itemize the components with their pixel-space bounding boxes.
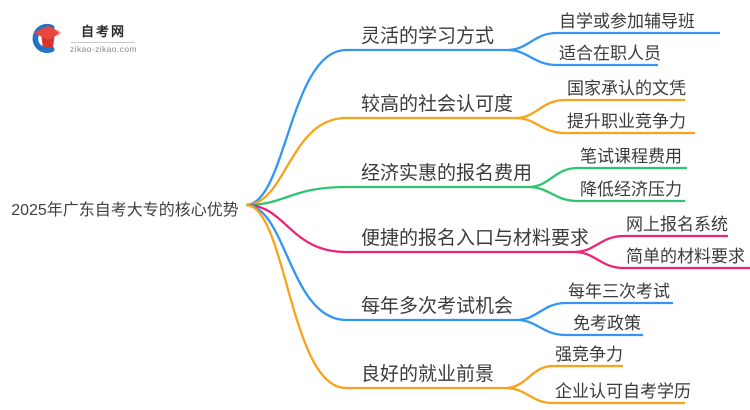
logo-domain: zikao-zikao.com bbox=[70, 44, 137, 54]
branch-3-child-2-label: 降低经济压力 bbox=[580, 180, 682, 199]
site-logo: 自考网 zikao-zikao.com bbox=[29, 21, 137, 54]
central-topic: 2025年广东自考大专的核心优势 bbox=[11, 202, 239, 219]
branch-6-label: 良好的就业前景 bbox=[361, 364, 495, 385]
logo-text-block: 自考网 zikao-zikao.com bbox=[70, 21, 137, 54]
branch-3-child-1-label: 笔试课程费用 bbox=[580, 147, 682, 166]
logo-cap-notch-shape bbox=[54, 29, 63, 35]
branch-2-connector bbox=[245, 98, 695, 207]
branch-3-label: 经济实惠的报名费用 bbox=[361, 163, 533, 184]
branch-4-connector bbox=[245, 203, 750, 270]
branch-1-child-2-label: 适合在职人员 bbox=[559, 44, 661, 63]
branch-1-label: 灵活的学习方式 bbox=[361, 26, 495, 47]
branch-5-child-2-label: 免考政策 bbox=[573, 314, 641, 333]
logo-title: 自考网 bbox=[80, 24, 126, 39]
branch-5-label: 每年多次考试机会 bbox=[361, 296, 514, 317]
branch-1-child-1-label: 自学或参加辅导班 bbox=[559, 12, 695, 31]
branch-4-child-1-label: 网上报名系统 bbox=[626, 215, 728, 234]
branch-6-child-2-label: 企业认可自考学历 bbox=[555, 382, 691, 401]
branch-4-child-2-label: 简单的材料要求 bbox=[626, 247, 745, 266]
branch-2-child-2-label: 提升职业竞争力 bbox=[567, 112, 686, 131]
branch-6-child-1-label: 强竞争力 bbox=[555, 345, 623, 364]
branch-4-label: 便捷的报名入口与材料要求 bbox=[361, 228, 590, 249]
branch-1-connector bbox=[245, 31, 720, 207]
branch-5-connector bbox=[245, 203, 673, 337]
branch-2-label: 较高的社会认可度 bbox=[361, 94, 514, 115]
logo-divider bbox=[71, 42, 136, 43]
branch-5-child-1-label: 每年三次考试 bbox=[568, 282, 670, 301]
branch-3-connector bbox=[245, 166, 687, 207]
branch-6-connector bbox=[245, 203, 685, 405]
branch-2-child-1-label: 国家承认的文凭 bbox=[567, 79, 686, 98]
logo-cap-base-shape bbox=[41, 35, 55, 48]
logo-graduation-cap-icon bbox=[32, 23, 63, 53]
